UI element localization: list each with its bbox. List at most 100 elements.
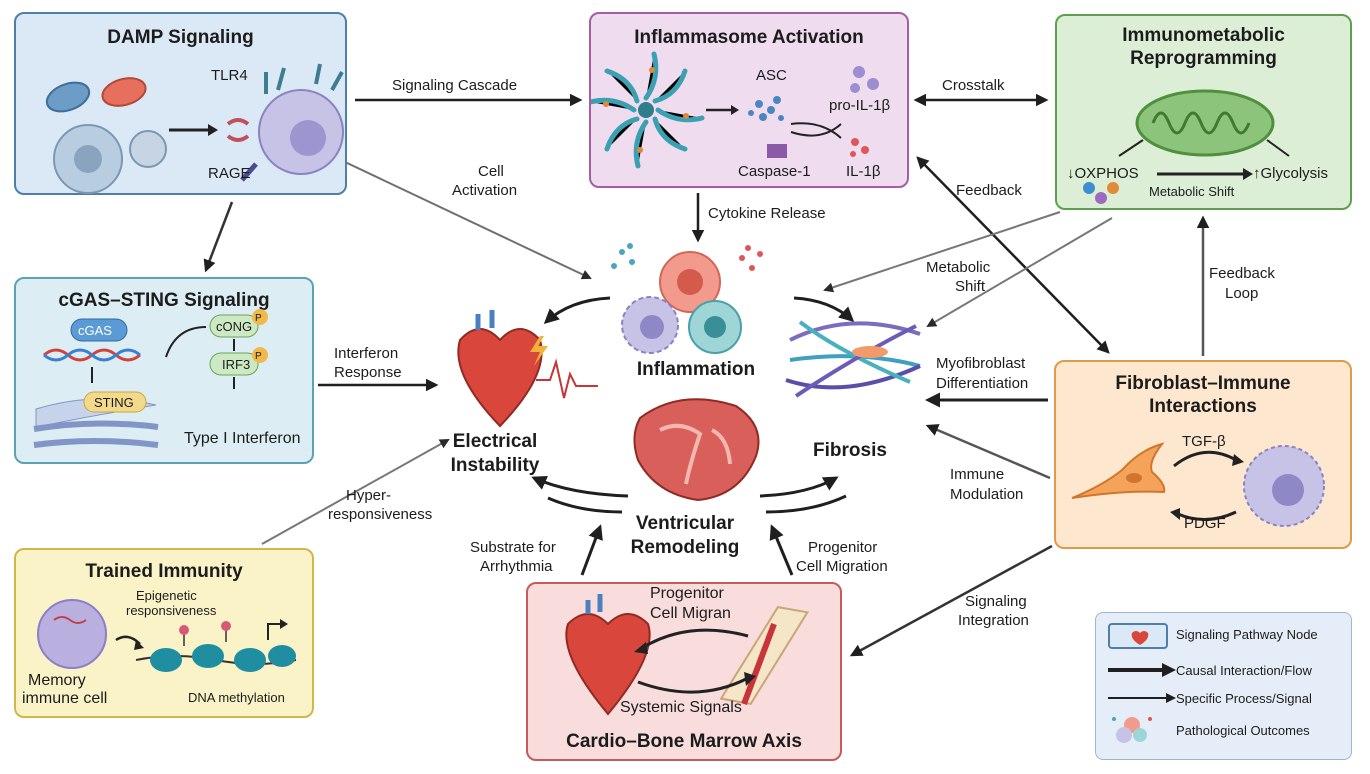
edge-label-feedback: Feedback — [956, 182, 1022, 199]
panel-title: cGAS–STING Signaling — [58, 290, 270, 311]
arrow-immune-modulation — [925, 424, 1051, 480]
rage-label: RAGE — [208, 165, 251, 182]
arrow-feedback — [916, 156, 1110, 354]
memory-label: Memory — [28, 672, 86, 689]
ventricle-heart-icon — [633, 398, 760, 502]
edge-label-hyper: Hyper- — [346, 487, 392, 504]
node-swatch-icon — [1108, 623, 1168, 649]
pro-il1b-icon — [850, 66, 879, 93]
arrow-substrate — [580, 524, 603, 576]
fibroblast-illustration — [1071, 442, 1325, 527]
heart-icon — [565, 613, 651, 716]
arrow-metabolic-shift-1 — [823, 211, 1061, 293]
edge-label-metabolic: Metabolic — [926, 259, 991, 276]
legend-panel: Signaling Pathway Node Causal Interactio… — [1095, 612, 1352, 760]
arrow-vent-electrical-2 — [547, 496, 623, 514]
irf3-label: IRF3 — [222, 357, 251, 372]
reaction-arrow-icon — [790, 122, 842, 139]
phosphate-icon — [252, 347, 268, 363]
trained-immunity-panel: Trained Immunity Epigenetic responsivene… — [14, 548, 314, 718]
damp-illustration — [45, 63, 344, 194]
rage-receptor-icon — [240, 162, 258, 182]
arrow-inflam-electrical — [543, 296, 611, 325]
edge-label-signaling: Signaling — [965, 593, 1027, 610]
mitochondrion-icon — [101, 77, 147, 107]
trained-illustration — [37, 599, 297, 672]
asc-speck-icon — [748, 96, 784, 121]
phosphate-label: P — [255, 313, 262, 324]
cgas-label: cGAS — [78, 323, 112, 338]
fibrosis-node: Fibrosis — [813, 440, 887, 461]
arrow-hyperresponsiveness — [261, 439, 450, 545]
electrical-instability-node-line2: Instability — [450, 455, 540, 476]
mitochondrion-icon — [45, 81, 91, 113]
nucleus-icon — [290, 120, 326, 156]
arrow-damp-cgas — [203, 201, 234, 273]
edge-label-integration: Integration — [958, 612, 1029, 629]
phosphate-icon — [252, 309, 268, 325]
immunometabolic-panel: Immunometabolic Reprogramming ↓OXPHOS ↑G… — [1055, 14, 1352, 210]
caspase-icon — [767, 144, 787, 158]
tlr4-label: TLR4 — [211, 67, 248, 84]
mitochondrion-illustration — [1083, 89, 1290, 204]
immune-cell-label: immune cell — [22, 690, 108, 707]
heart-ecg-icon — [457, 310, 598, 428]
edge-label-immune: Immune — [950, 466, 1005, 483]
legend-label: Specific Process/Signal — [1176, 691, 1312, 706]
edge-label-arrhythmia: Arrhythmia — [480, 558, 553, 575]
cgas-sting-panel: cGAS–STING Signaling cGAS cONG P IRF3 P … — [14, 277, 314, 464]
legend-label: Signaling Pathway Node — [1176, 627, 1318, 642]
edge-label-myofibroblast: Myofibroblast — [936, 355, 1026, 372]
edge-label-responsiveness: responsiveness — [328, 506, 433, 523]
caspase-label: Caspase-1 — [738, 163, 811, 180]
legend-item-causal: Causal Interaction/Flow — [1096, 659, 1351, 683]
tlr4-receptor-icon — [226, 118, 250, 142]
epigenetic-label: Epigenetic — [136, 588, 197, 603]
metabolic-shift-label: Metabolic Shift — [1149, 184, 1235, 199]
panel-title-line2: Reprogramming — [1130, 48, 1277, 69]
edge-label-signaling-cascade: Signaling Cascade — [392, 77, 518, 94]
edge-label-differentiation: Differentiation — [936, 375, 1029, 392]
legend-item-specific: Specific Process/Signal — [1096, 687, 1351, 711]
arrow-cell-activation — [344, 161, 592, 280]
il1b-icon — [850, 138, 869, 157]
pdgf-label: PDGF — [1184, 515, 1226, 532]
edge-label-cell: Cell — [478, 163, 504, 180]
dna-methylation-label: DNA methylation — [188, 690, 285, 705]
ventricular-remodeling-node: Ventricular — [635, 513, 735, 534]
arrow-vent-electrical — [531, 476, 629, 498]
nucleus-icon — [74, 145, 102, 173]
molecule-icon — [1083, 182, 1095, 194]
cardio-bone-marrow-panel: Progenitor Cell Migran Systemic Signals … — [526, 582, 842, 761]
responsiveness-label: responsiveness — [126, 603, 217, 618]
thin-arrow-icon — [1108, 693, 1176, 703]
inflammasome-panel: Inflammasome Activation ASC pro-IL-1β Ca… — [589, 12, 909, 188]
pro-il1b-label: pro-IL-1β — [829, 97, 891, 114]
tgfb-label: TGF-β — [1182, 433, 1226, 450]
arrow-progenitor — [769, 524, 794, 576]
panel-title-line2: Interactions — [1149, 396, 1257, 417]
panel-title: DAMP Signaling — [107, 27, 254, 48]
arrow-metabolic-shift-2 — [926, 217, 1113, 328]
thick-arrow-icon — [1108, 663, 1176, 677]
panel-title: Trained Immunity — [85, 561, 243, 582]
progenitor-label: Progenitor — [650, 585, 724, 602]
memory-cell-icon — [37, 599, 107, 669]
panel-title: Fibroblast–Immune — [1115, 373, 1291, 394]
nucleosome-icon — [150, 644, 296, 672]
edge-label-interferon: Interferon — [334, 345, 399, 362]
edge-label-shift: Shift — [955, 278, 986, 295]
legend-label: Causal Interaction/Flow — [1176, 663, 1312, 678]
panel-title: Cardio–Bone Marrow Axis — [566, 731, 802, 752]
glycolysis-label: ↑Glycolysis — [1253, 165, 1329, 182]
inflammation-cells-icon — [611, 243, 763, 354]
methyl-group-icon — [179, 621, 231, 635]
legend-item-node: Signaling Pathway Node — [1096, 623, 1351, 649]
type-i-interferon-label: Type I Interferon — [184, 430, 301, 447]
debris-icon — [129, 130, 167, 168]
panel-title: Inflammasome Activation — [634, 27, 864, 48]
systemic-signals-label: Systemic Signals — [620, 699, 742, 716]
oxphos-label: ↓OXPHOS — [1067, 165, 1139, 182]
edge-label-loop: Loop — [1225, 285, 1259, 302]
